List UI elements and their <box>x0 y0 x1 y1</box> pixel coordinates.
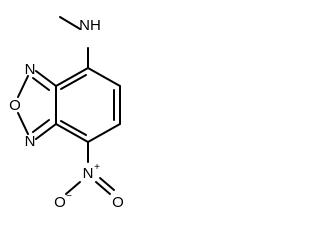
bond-nitro-n-o-left <box>65 181 81 195</box>
bond-c3a-n3-inner <box>32 77 50 91</box>
bond-n3-o <box>17 75 29 98</box>
chemical-structure: NH N O N N + O − O <box>9 16 124 211</box>
bond-nitro-n-o-right-double <box>99 177 115 191</box>
bond-c3a-c4-inner <box>60 74 87 90</box>
bond-nitro-n-o-right <box>95 181 111 195</box>
charge-nitro-n: + <box>94 162 100 173</box>
bond-c3a-n3 <box>35 70 57 87</box>
charge-nitro-o-left: − <box>66 191 72 202</box>
atom-label-amine: NH <box>79 17 101 34</box>
bond-n1-c7a <box>35 123 57 140</box>
bond-n1-c7a-inner <box>32 119 50 133</box>
bond-c7-c7a <box>55 123 89 143</box>
bond-c3a-c4 <box>55 67 89 87</box>
atom-label-nitro-o-right: O <box>112 194 124 211</box>
bond-c6-c7 <box>87 123 121 143</box>
atom-label-ring-o: O <box>9 97 21 114</box>
atom-label-ring-n-bottom: N <box>25 133 36 150</box>
bond-c4-c5 <box>87 67 121 87</box>
atom-label-ring-n-top: N <box>25 61 36 78</box>
atom-label-nitro-o-left: O <box>54 194 66 211</box>
atom-label-nitro-n: N <box>83 165 94 182</box>
bond-nh-methyl <box>59 16 81 30</box>
bond-o-n1 <box>17 112 29 135</box>
bond-c7-c7a-inner <box>60 120 87 136</box>
